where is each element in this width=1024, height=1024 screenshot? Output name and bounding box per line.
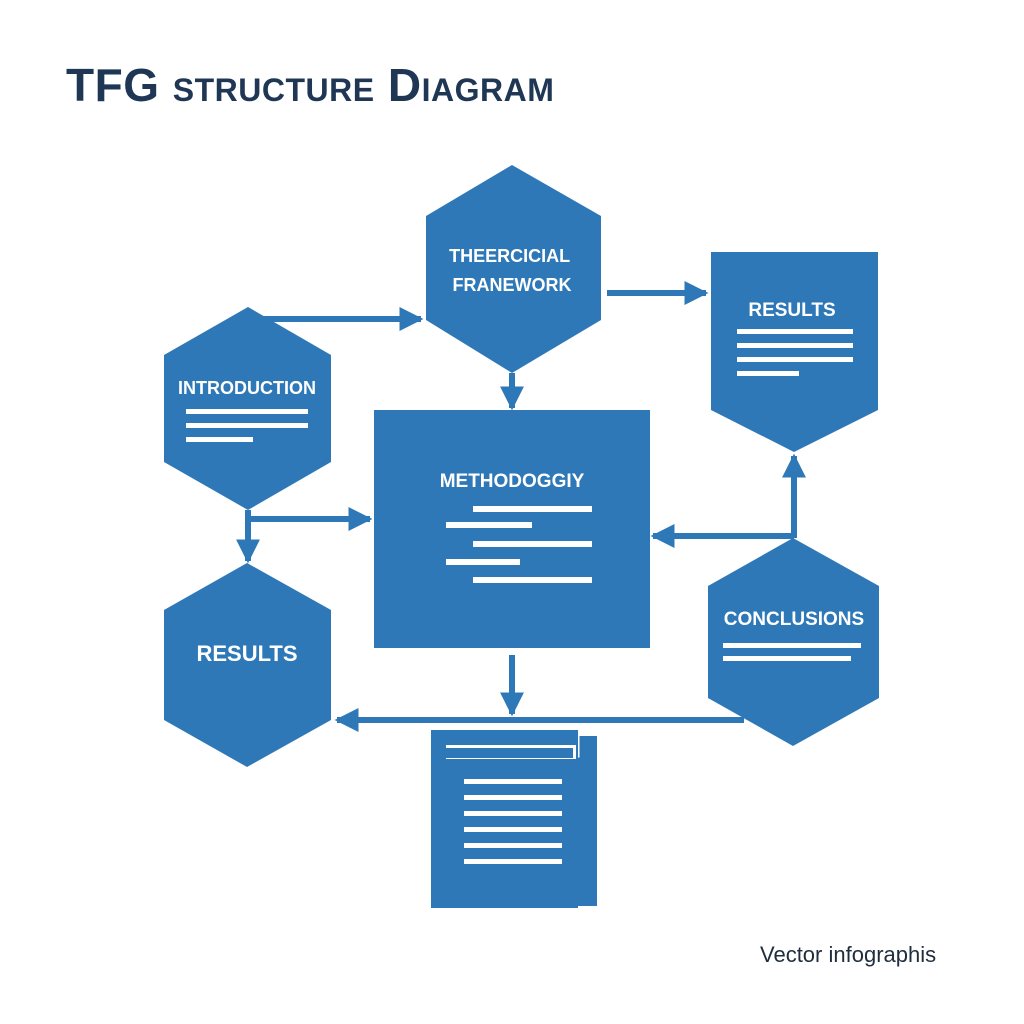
label-results-left: RESULTS	[196, 641, 297, 666]
label-introduction: INTRODUCTION	[178, 378, 316, 398]
footer-credit: Vector infographis	[760, 942, 937, 967]
title-main: TFG	[66, 59, 160, 111]
node-theoretical-framework: THEERCICIAL FRANEWORK	[426, 165, 601, 373]
node-results-top: RESULTS	[711, 252, 878, 452]
label-theoretical-framework-line2: FRANEWORK	[453, 275, 572, 295]
connectors	[236, 281, 806, 732]
hexagon-results-left	[164, 563, 331, 767]
text-lines-introduction	[186, 409, 308, 442]
document-icon-front-page	[431, 730, 578, 908]
node-conclusions: CONCLUSIONS	[708, 538, 879, 746]
text-lines-document	[464, 779, 562, 864]
text-lines-results-top	[737, 329, 853, 376]
title-rest: structure Diagram	[159, 59, 555, 111]
node-introduction: INTRODUCTION	[164, 307, 331, 510]
node-document	[429, 730, 597, 908]
text-lines-conclusions	[723, 643, 861, 661]
page-title: TFG structure Diagram	[66, 58, 554, 112]
shield-results-top	[711, 252, 878, 452]
label-conclusions: CONCLUSIONS	[724, 609, 864, 630]
node-methodology: METHODOGGIY	[374, 410, 650, 648]
document-icon-header-inner	[446, 748, 573, 758]
label-methodology: METHODOGGIY	[440, 471, 585, 492]
text-lines-methodology	[446, 506, 592, 583]
box-methodology	[374, 410, 650, 648]
hexagon-conclusions	[708, 538, 879, 746]
hexagon-theoretical-framework	[426, 165, 601, 373]
svg-text:THEERCICIAL FRANEWORK: THEERCICIAL FRANEWORK	[449, 246, 575, 295]
node-results-left: RESULTS	[164, 563, 331, 767]
label-results-top: RESULTS	[748, 300, 835, 321]
label-theoretical-framework-line1: THEERCICIAL	[449, 246, 570, 266]
hexagon-introduction	[164, 307, 331, 510]
